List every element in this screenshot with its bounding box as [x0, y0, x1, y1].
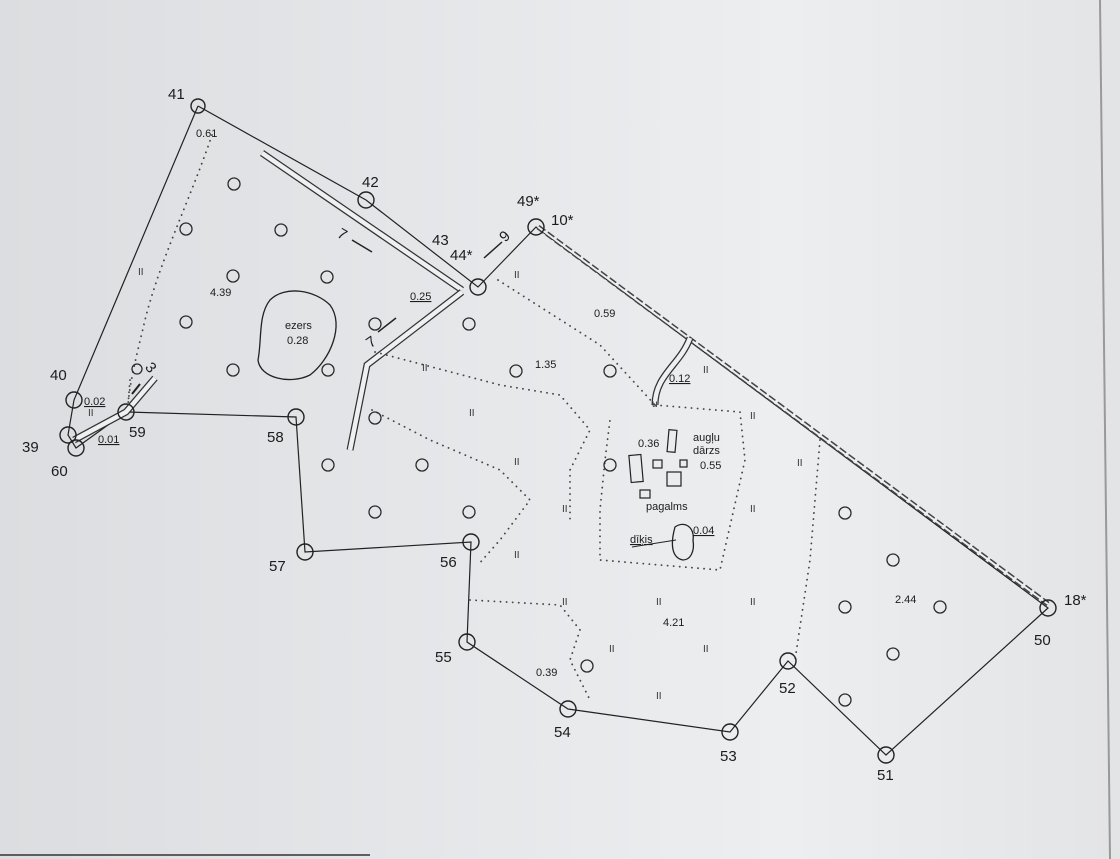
point-39: 39	[22, 439, 39, 456]
area-0-01: 0.01	[98, 434, 119, 446]
tree-symbols	[131, 177, 947, 707]
pond-label: dīķis	[630, 534, 653, 546]
mark: II	[703, 365, 709, 376]
area-0-39: 0.39	[536, 667, 557, 679]
point-52: 52	[779, 680, 796, 697]
mark: II	[88, 408, 94, 419]
mark: II	[469, 408, 475, 419]
lake-label: ezers	[285, 320, 312, 332]
road-east	[536, 224, 1050, 607]
land-type-marks: II II II II II II II II II II II II II I…	[88, 267, 803, 702]
mark: II	[656, 691, 662, 702]
area-0-36: 0.36	[638, 438, 659, 450]
mark-u: u	[652, 399, 658, 410]
point-51: 51	[877, 767, 894, 784]
land-use-boundaries	[127, 134, 821, 701]
point-labels: 41 42 43 44* 49* 10* 18* 50 51 52 53 54 …	[22, 86, 1087, 784]
area-0-28: 0.28	[287, 335, 308, 347]
point-58: 58	[267, 429, 284, 446]
mark: II	[514, 457, 520, 468]
arrow-icon	[377, 317, 397, 333]
area-2-44: 2.44	[895, 594, 916, 606]
mark: II	[562, 504, 568, 515]
area-0-04: 0.04	[693, 525, 714, 537]
lake-ezers	[257, 290, 337, 381]
point-53: 53	[720, 748, 737, 765]
area-0-61: 0.61	[196, 128, 217, 140]
mark: II	[703, 644, 709, 655]
orchard-label-1: augļu	[693, 432, 720, 444]
area-0-55: 0.55	[700, 460, 721, 472]
survey-point-markers	[59, 98, 1057, 764]
buildings	[628, 429, 688, 499]
road-west	[72, 375, 158, 444]
point-57: 57	[269, 558, 286, 575]
arrow-icon	[131, 383, 141, 395]
point-43: 43	[432, 232, 449, 249]
point-50: 50	[1034, 632, 1051, 649]
mark: II	[422, 363, 428, 374]
area-1-35: 1.35	[535, 359, 556, 371]
point-10: 10*	[551, 212, 574, 229]
mark: II	[514, 550, 520, 561]
road-north	[260, 150, 465, 451]
point-59: 59	[129, 424, 146, 441]
point-60: 60	[51, 463, 68, 480]
point-44: 44*	[450, 247, 473, 264]
mark: II	[609, 644, 615, 655]
paper-edge	[1099, 0, 1111, 859]
point-49: 49*	[517, 193, 540, 210]
arrow-icon	[351, 239, 373, 253]
mark: II	[656, 597, 662, 608]
mark: II	[750, 597, 756, 608]
orchard-label-2: dārzs	[693, 445, 720, 457]
parcel-boundary	[67, 105, 1049, 756]
arrow-icon	[483, 241, 503, 259]
area-0-25: 0.25	[410, 291, 431, 303]
area-4-39: 4.39	[210, 287, 231, 299]
mark: II	[750, 504, 756, 515]
pond-leader	[631, 539, 677, 548]
point-42: 42	[362, 174, 379, 191]
point-40: 40	[50, 367, 67, 384]
point-54: 54	[554, 724, 571, 741]
point-56: 56	[440, 554, 457, 571]
area-labels: 0.61 4.39 ezers 0.28 0.25 0.59 1.35 0.12…	[84, 128, 916, 679]
pond-dikis	[671, 523, 695, 561]
mark: II	[797, 458, 803, 469]
mark: II	[514, 270, 520, 281]
road-spur	[651, 336, 694, 406]
area-0-12: 0.12	[669, 373, 690, 385]
point-18: 18*	[1064, 592, 1087, 609]
point-55: 55	[435, 649, 452, 666]
point-41: 41	[168, 86, 185, 103]
mark: II	[750, 411, 756, 422]
area-4-21: 4.21	[663, 617, 684, 629]
mark: II	[138, 267, 144, 278]
mark: II	[562, 597, 568, 608]
yard-label: pagalms	[646, 501, 688, 513]
area-0-59: 0.59	[594, 308, 615, 320]
area-0-02: 0.02	[84, 396, 105, 408]
